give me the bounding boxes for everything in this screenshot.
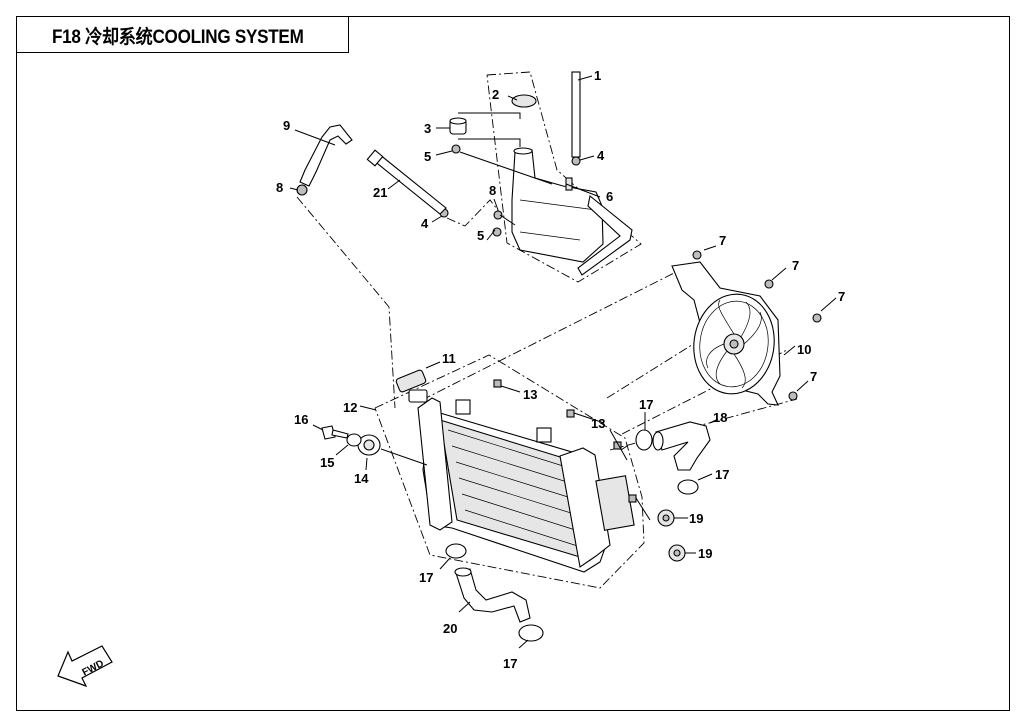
hose-clamps (445, 429, 699, 642)
callout-15: 15 (320, 455, 334, 470)
callout-8: 8 (276, 180, 283, 195)
filler-neck (449, 117, 467, 135)
radiator-nuts (493, 379, 637, 503)
callout-17: 17 (503, 656, 517, 671)
leader-lines (289, 75, 837, 649)
callout-18: 18 (713, 410, 727, 425)
callout-5: 5 (424, 149, 431, 164)
callout-8: 8 (489, 183, 496, 198)
callout-17: 17 (419, 570, 433, 585)
callout-7: 7 (838, 289, 845, 304)
callout-7: 7 (719, 233, 726, 248)
radiator (417, 397, 635, 573)
breather-hose (296, 124, 353, 196)
callout-2: 2 (492, 87, 499, 102)
callout-17: 17 (715, 467, 729, 482)
page-title: F18 冷却系统COOLING SYSTEM (52, 27, 304, 48)
callout-5: 5 (477, 228, 484, 243)
coolant-reservoir (511, 147, 633, 276)
callout-21: 21 (373, 185, 387, 200)
callout-4: 4 (421, 216, 429, 231)
reservoir-cap (511, 94, 537, 108)
lower-hose (454, 567, 531, 623)
callout-16: 16 (294, 412, 308, 427)
callout-14: 14 (354, 471, 369, 486)
callout-7: 7 (792, 258, 799, 273)
callout-11: 11 (442, 351, 456, 366)
forward-direction-arrow: FWD (57, 645, 113, 688)
callout-9: 9 (283, 118, 290, 133)
upper-hose (652, 421, 711, 471)
title-box (16, 16, 349, 53)
mounting-grommets-right (657, 509, 686, 562)
callout-17: 17 (639, 397, 653, 412)
mounting-hardware-left (321, 425, 381, 456)
callout-1: 1 (594, 68, 601, 83)
callout-4: 4 (597, 148, 605, 163)
callout-7: 7 (810, 369, 817, 384)
callout-numbers: 1 2 3 5 4 6 8 4 5 9 8 21 7 7 7 10 7 11 1… (276, 68, 845, 671)
callout-19: 19 (698, 546, 712, 561)
callout-3: 3 (424, 121, 431, 136)
drawing-frame (16, 16, 1010, 711)
fan-bolts (692, 250, 822, 401)
callout-13: 13 (523, 387, 537, 402)
callout-13: 13 (591, 416, 605, 431)
callout-20: 20 (443, 621, 457, 636)
connector-pipe (366, 149, 447, 215)
radiator-cap (395, 369, 428, 403)
cooling-fan (671, 261, 781, 406)
callout-10: 10 (797, 342, 811, 357)
callout-12: 12 (343, 400, 357, 415)
vent-tube (571, 71, 581, 158)
callout-6: 6 (606, 189, 613, 204)
callout-19: 19 (689, 511, 703, 526)
